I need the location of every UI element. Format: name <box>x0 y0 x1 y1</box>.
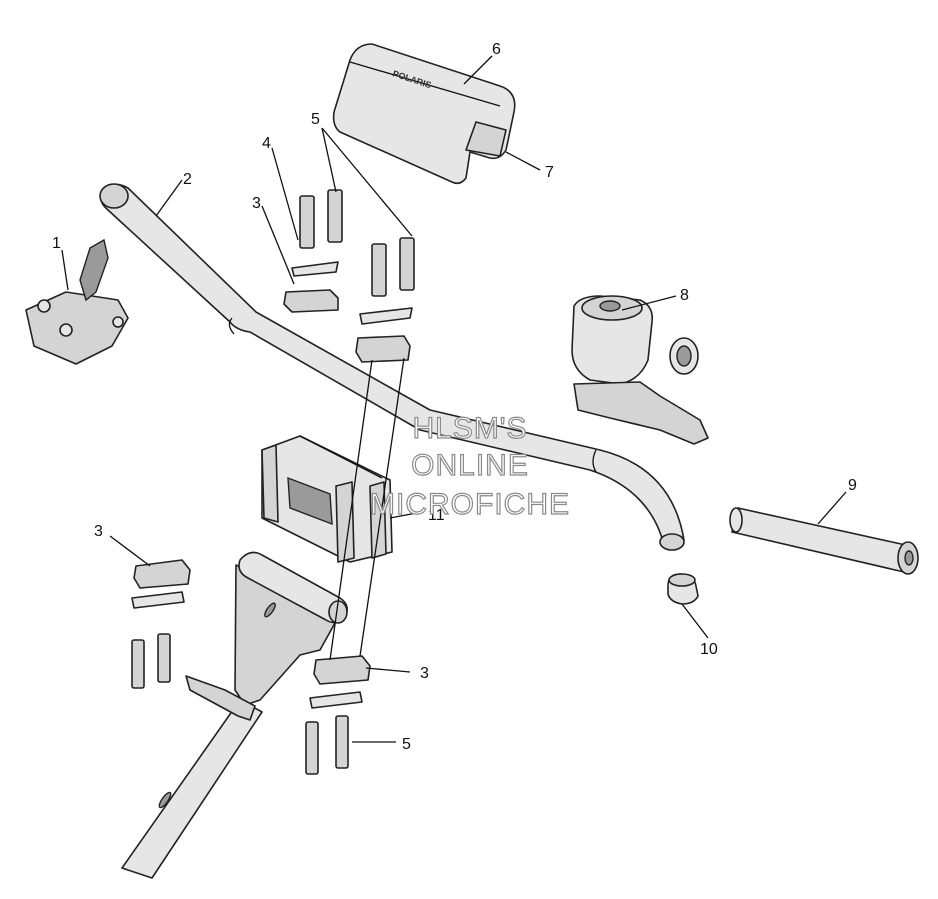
callout-10: 10 <box>700 641 718 658</box>
watermark-line-2: ONLINE <box>411 449 529 482</box>
callout-4: 4 <box>262 135 271 152</box>
watermark-line-1: HLSM'S <box>412 412 527 445</box>
callout-5-upper: 5 <box>311 111 320 128</box>
leader-lines <box>61 55 847 743</box>
upper-clamps <box>131 261 413 709</box>
throttle-housing <box>25 238 129 365</box>
callouts: 1 2 3 3 3 4 5 5 6 7 8 9 10 11 <box>52 41 857 753</box>
callout-11: 11 <box>428 507 445 524</box>
callout-3-upper: 3 <box>252 195 261 212</box>
callout-6: 6 <box>492 41 501 58</box>
grip <box>729 507 919 575</box>
end-plug <box>667 573 699 605</box>
steering-post <box>121 551 348 879</box>
handlebar-pad: POLARIS <box>332 43 516 185</box>
callout-3-lower: 3 <box>420 665 429 682</box>
brake-master-cylinder <box>571 295 709 445</box>
bolts <box>131 189 415 775</box>
riser-block <box>261 435 393 563</box>
callout-9: 9 <box>848 477 857 494</box>
callout-5-lower: 5 <box>402 736 411 753</box>
callout-7: 7 <box>545 164 554 181</box>
callout-1: 1 <box>52 235 61 252</box>
callout-3-left: 3 <box>94 523 103 540</box>
callout-2: 2 <box>183 171 192 188</box>
watermark-line-3: MICROFICHE <box>370 488 570 521</box>
handlebar <box>99 183 685 551</box>
watermark: HLSM'S ONLINE MICROFICHE <box>369 411 570 521</box>
callout-8: 8 <box>680 287 689 304</box>
